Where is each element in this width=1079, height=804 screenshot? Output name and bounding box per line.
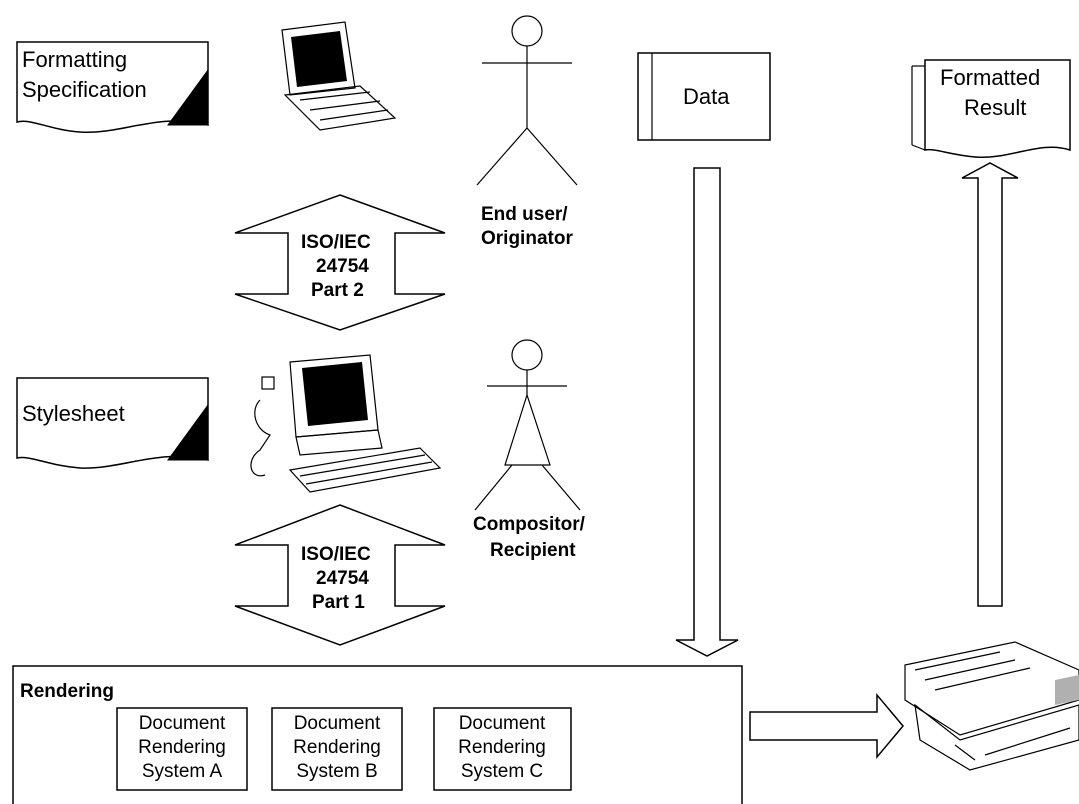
data-down-arrow (675, 167, 739, 657)
rendering-system-c: Document Rendering System C (433, 707, 572, 791)
formatted-result-document: Formatted Result (911, 59, 1071, 159)
rendering-system-b: Document Rendering System B (271, 707, 403, 791)
iso-part1-line2: 24754 (316, 568, 369, 589)
iso-part1-double-arrow: ISO/IEC 24754 Part 1 (234, 504, 446, 646)
formatted-result-line2: Result (964, 95, 1026, 120)
formatted-result-line1: Formatted (940, 65, 1040, 90)
compositor-actor-icon (474, 339, 581, 511)
data-box: Data (637, 52, 771, 141)
system-b-line2: Rendering (293, 737, 381, 758)
iso-part2-double-arrow: ISO/IEC 24754 Part 2 (234, 194, 446, 331)
system-a-line2: Rendering (138, 737, 226, 758)
printer-icon (904, 641, 1079, 771)
formatting-spec-line1: Formatting (22, 47, 127, 72)
compositor-label-line2: Recipient (490, 540, 576, 561)
rendering-title: Rendering (20, 681, 114, 702)
iso-part2-line3: Part 2 (311, 280, 364, 301)
data-label: Data (683, 84, 730, 109)
compositor-label-line1: Compositor/ (473, 514, 586, 535)
iso-part1-line3: Part 1 (312, 592, 365, 613)
result-up-arrow (961, 162, 1019, 607)
system-c-line3: System C (461, 761, 543, 782)
laptop-icon (281, 21, 397, 131)
system-c-line2: Rendering (458, 737, 546, 758)
rendering-box: Rendering Document Rendering System A Do… (12, 665, 743, 804)
end-user-actor-icon (476, 15, 578, 186)
iso-part1-line1: ISO/IEC (301, 544, 371, 565)
system-b-line1: Document (294, 713, 381, 734)
system-b-line3: System B (296, 761, 377, 782)
rendering-to-printer-arrow (749, 692, 904, 760)
end-user-label-line1: End user/ (481, 204, 568, 225)
rendering-system-a: Document Rendering System A (116, 707, 248, 791)
formatting-spec-line2: Specification (22, 77, 147, 102)
desktop-computer-icon (250, 354, 442, 493)
system-c-line1: Document (459, 713, 546, 734)
formatting-spec-document: Formatting Specification (16, 41, 209, 133)
iso-part2-line2: 24754 (316, 256, 369, 277)
system-a-line3: System A (142, 761, 223, 782)
stylesheet-document: Stylesheet (16, 377, 209, 469)
iso-part2-line1: ISO/IEC (301, 232, 371, 253)
stylesheet-label: Stylesheet (22, 401, 125, 426)
system-a-line1: Document (139, 713, 226, 734)
end-user-label-line2: Originator (481, 228, 573, 249)
